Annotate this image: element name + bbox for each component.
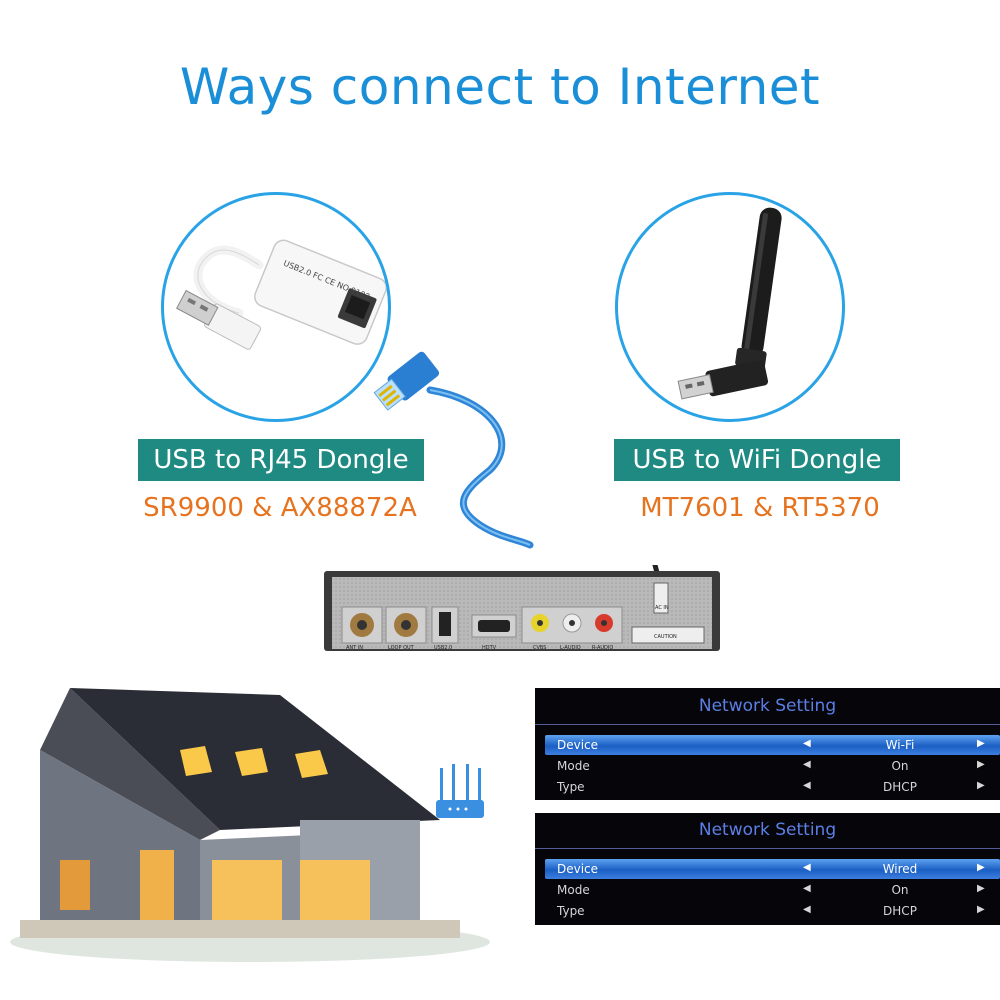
row-value: DHCP [883,904,917,918]
port-loop-out: LOOP OUT [388,645,415,651]
row-label: Mode [557,759,590,773]
arrow-right-icon[interactable]: ▶ [977,862,985,873]
arrow-right-icon[interactable]: ▶ [977,780,985,791]
menu-row-type[interactable]: Type ◀ DHCP ▶ [545,777,1000,797]
receiver-rear-panel: ANT IN LOOP OUT USB2.0 HDTV CVBS L-AUDIO… [322,554,722,655]
row-value: DHCP [883,780,917,794]
menu-row-mode[interactable]: Mode ◀ On ▶ [545,880,1000,900]
arrow-right-icon[interactable]: ▶ [977,759,985,770]
ethernet-cable [373,351,534,549]
wifi-dongle-illustration [677,207,782,400]
arrow-left-icon[interactable]: ◀ [803,904,811,915]
row-value: Wi-Fi [885,738,915,752]
power-label: AC IN [655,605,669,611]
menu-row-mode[interactable]: Mode ◀ On ▶ [545,756,1000,776]
port-hdtv: HDTV [482,645,497,651]
menu-divider [535,724,1000,725]
rj45-dongle-illustration: USB2.0 FC CE NO.9102 [175,239,387,350]
row-value: Wired [882,862,918,876]
arrow-left-icon[interactable]: ◀ [803,738,811,749]
wifi-dongle-label: USB to WiFi Dongle [614,439,900,481]
page-title: Ways connect to Internet [179,58,821,116]
house-illustration [10,688,490,962]
row-label: Type [557,780,585,794]
menu-row-device[interactable]: Device ◀ Wired ▶ [545,859,1000,879]
row-label: Device [557,862,599,876]
arrow-right-icon[interactable]: ▶ [977,883,985,894]
rj45-dongle-circle: USB2.0 FC CE NO.9102 [161,192,391,422]
menu-row-device[interactable]: Device ◀ Wi-Fi ▶ [545,735,1000,755]
arrow-left-icon[interactable]: ◀ [803,759,811,770]
row-label: Device [557,738,599,752]
port-cvbs: CVBS [533,645,546,651]
arrow-right-icon[interactable]: ▶ [977,904,985,915]
menu-row-type[interactable]: Type ◀ DHCP ▶ [545,901,1000,921]
row-value: On [891,759,909,773]
row-label: Mode [557,883,590,897]
arrow-left-icon[interactable]: ◀ [803,862,811,873]
arrow-left-icon[interactable]: ◀ [803,883,811,894]
arrow-left-icon[interactable]: ◀ [803,780,811,791]
caution-label: CAUTION [654,634,677,640]
arrow-right-icon[interactable]: ▶ [977,738,985,749]
menu-divider [535,848,1000,849]
row-value: On [891,883,909,897]
network-setting-menu-wired: Network Setting Device ◀ Wired ▶ Mode ◀ … [535,813,1000,925]
rj45-chipset: SR9900 & AX88872A [143,493,417,523]
network-setting-menu-wifi: Network Setting Device ◀ Wi-Fi ▶ Mode ◀ … [535,688,1000,800]
port-ant-in: ANT IN [346,645,363,651]
menu-title: Network Setting [698,820,837,840]
rj45-dongle-label: USB to RJ45 Dongle [138,439,424,481]
wifi-chipset: MT7601 & RT5370 [640,493,880,523]
port-r-audio: R-AUDIO [592,645,613,651]
wifi-dongle-circle [615,192,845,422]
port-l-audio: L-AUDIO [560,645,581,651]
row-label: Type [557,904,585,918]
menu-title: Network Setting [698,696,837,716]
port-usb: USB2.0 [434,645,452,651]
